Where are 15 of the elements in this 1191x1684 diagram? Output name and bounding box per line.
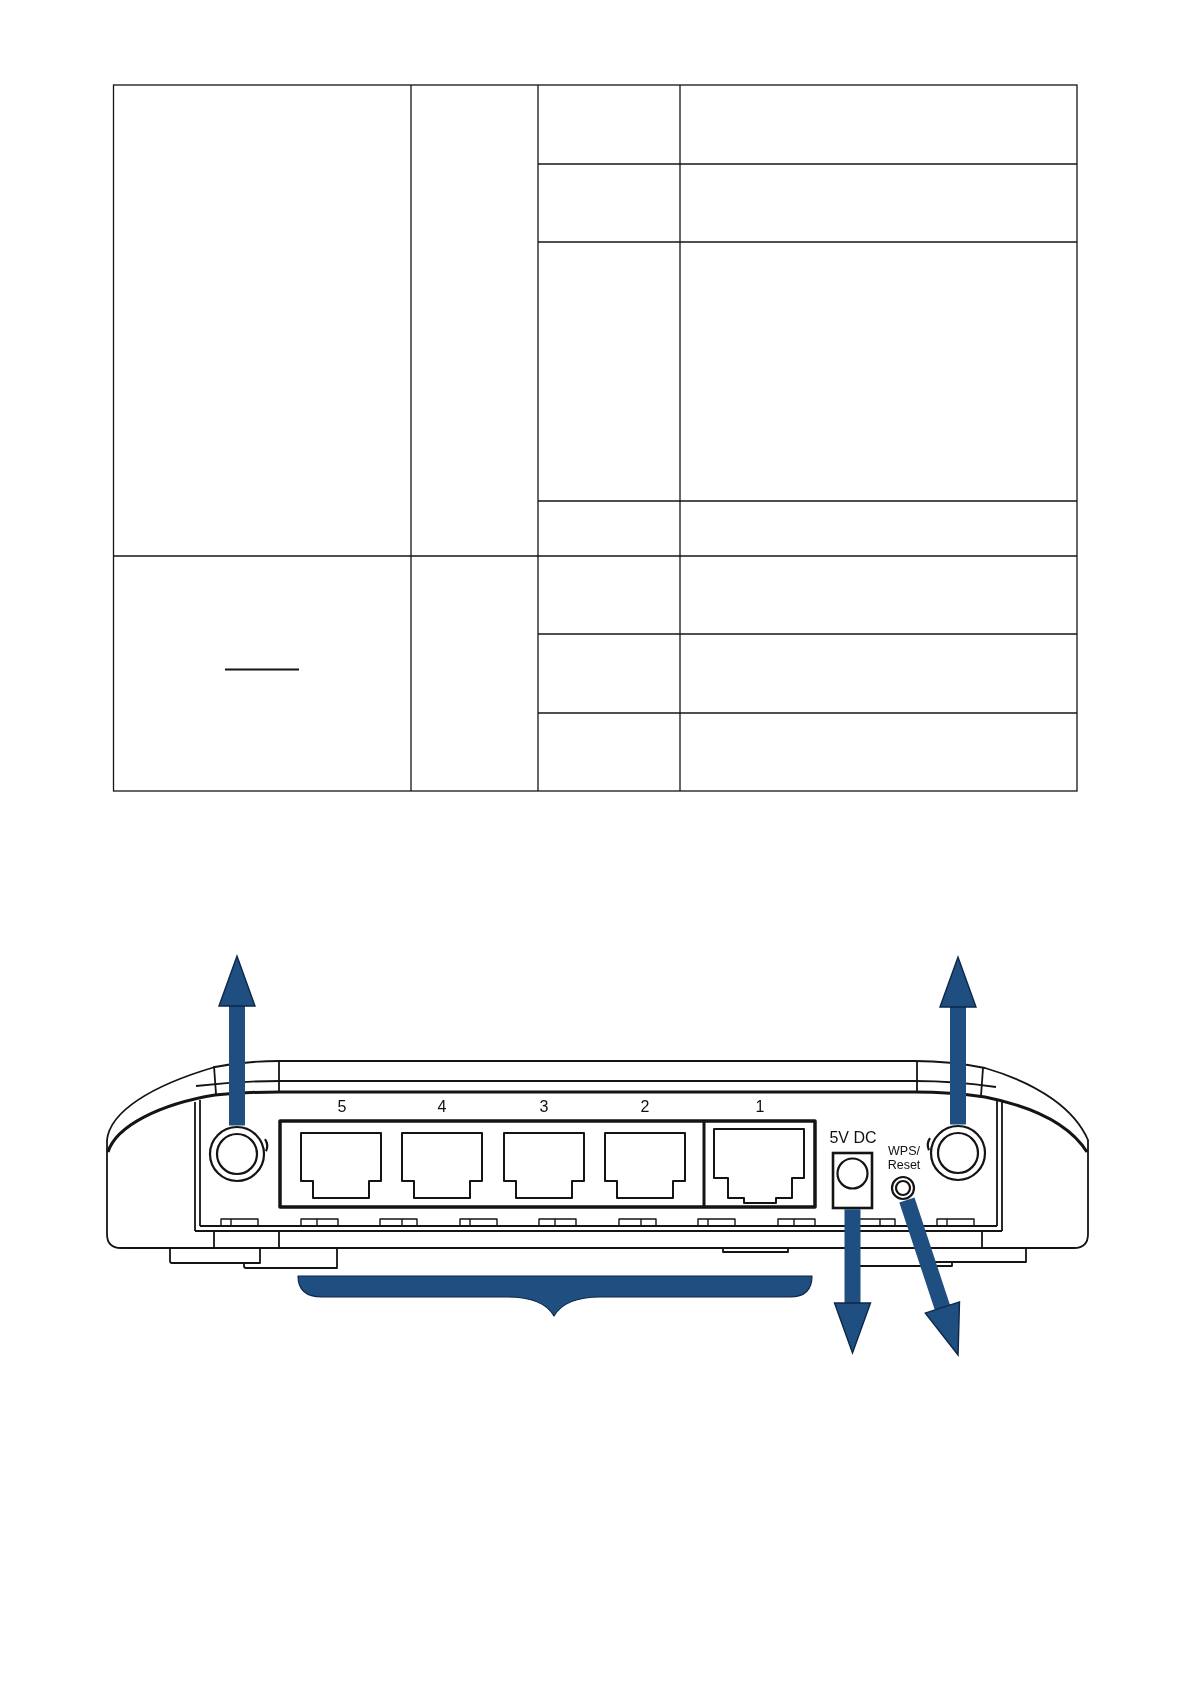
arrow: [833, 1209, 872, 1354]
port-number: 1: [755, 1097, 765, 1117]
arrow: [218, 955, 256, 1126]
arrow: [939, 956, 977, 1125]
antenna-connector: [206, 1123, 268, 1185]
power-port-label: 5V DC: [829, 1128, 877, 1148]
arrow: [899, 1197, 961, 1356]
power-jack: [831, 1151, 874, 1210]
port-number: 3: [539, 1097, 549, 1117]
button-label: WPS/ Reset: [887, 1143, 921, 1173]
port-number: 5: [337, 1097, 347, 1117]
port-number: 2: [640, 1097, 650, 1117]
antenna-connector: [927, 1122, 989, 1184]
reset-button: [888, 1173, 918, 1203]
port-number: 4: [437, 1097, 447, 1117]
